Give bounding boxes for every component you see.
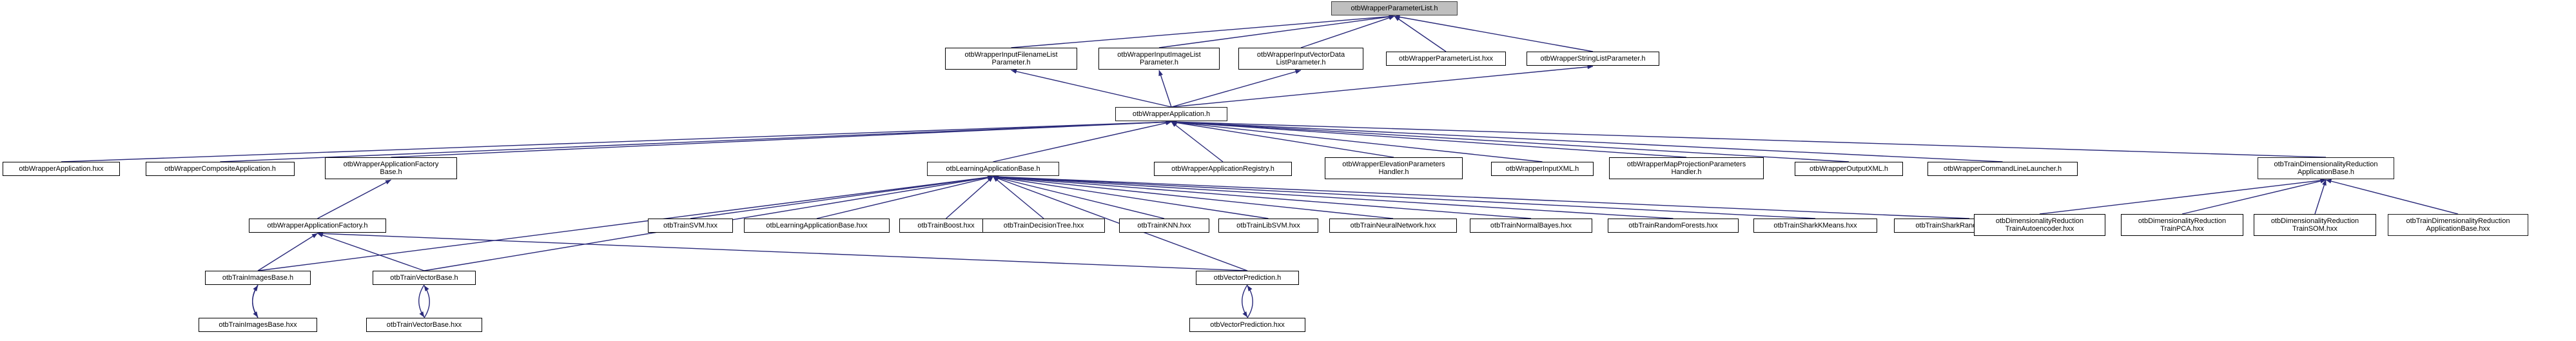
graph-edge [418,284,425,318]
graph-node[interactable]: otbWrapperInputFilenameList Parameter.h [945,48,1077,70]
graph-node[interactable]: otbTrainSharkKMeans.hxx [1753,219,1877,233]
graph-node[interactable]: otbWrapperParameterList.hxx [1386,52,1506,66]
graph-edge [1158,14,1395,48]
graph-node[interactable]: otbVectorPrediction.hxx [1189,318,1305,332]
graph-node[interactable]: otbWrapperMapProjectionParameters Handle… [1609,157,1764,179]
graph-edge [1171,64,1594,108]
graph-edge [252,285,259,318]
graph-edge [2314,179,2327,215]
graph-edge [1011,69,1172,108]
graph-edge [252,284,259,318]
graph-edge [1171,120,1543,162]
graph-node[interactable]: otbTrainVectorBase.h [373,271,476,285]
graph-node[interactable]: otbTrainLibSVM.hxx [1218,219,1318,233]
graph-edge [1171,120,1394,158]
graph-node[interactable]: otbTrainVectorBase.hxx [366,318,482,332]
graph-edge [993,175,1673,219]
graph-node[interactable]: otbWrapperCompositeApplication.h [146,162,295,176]
graph-node[interactable]: otbTrainNeuralNetwork.hxx [1329,219,1457,233]
graph-node[interactable]: otbDimensionalityReduction TrainPCA.hxx [2121,214,2243,236]
graph-edge [1171,69,1302,108]
graph-edge [1171,120,1849,162]
graph-node[interactable]: otbWrapperApplication.hxx [3,162,120,176]
graph-node[interactable]: otbWrapperStringListParameter.h [1527,52,1659,66]
graph-edge [993,175,1532,219]
graph-node[interactable]: otbTrainDecisionTree.hxx [982,219,1105,233]
graph-node[interactable]: otbTrainDimensionalityReduction Applicat… [2258,157,2394,179]
graph-edge [1011,14,1395,48]
graph-node[interactable]: otbWrapperApplicationRegistry.h [1154,162,1292,176]
graph-edge [2039,178,2327,215]
graph-edge [1171,120,1687,158]
graph-edge [1247,285,1253,318]
graph-node[interactable]: otbTrainRandomForests.hxx [1608,219,1739,233]
graph-node[interactable]: otbWrapperApplicationFactory Base.h [325,157,457,179]
graph-edge [317,179,391,219]
graph-edge [690,175,993,219]
graph-edge [993,175,1165,219]
graph-node[interactable]: otbWrapperApplication.h [1115,107,1227,121]
graph-edge [424,285,430,318]
graph-node-root[interactable]: otbWrapperParameterList.h [1331,1,1458,15]
graph-edge [1300,15,1395,48]
graph-node[interactable]: otbTrainSVM.hxx [648,219,733,233]
graph-edge [220,119,1172,162]
graph-edge [2181,179,2327,215]
graph-edge [1394,15,1447,52]
graph-edge [993,175,1394,219]
graph-edge [993,121,1172,162]
graph-edge [317,231,1248,271]
graph-node[interactable]: otbTrainImagesBase.h [205,271,311,285]
graph-node[interactable]: otbLearningApplicationBase.h [927,162,1059,176]
graph-edge [1158,70,1172,108]
graph-edge [257,233,318,271]
graph-edge [993,176,1044,219]
graph-edge [816,175,993,219]
graph-node[interactable]: otbWrapperInputVectorData ListParameter.… [1238,48,1363,70]
graph-edge [391,119,1172,158]
graph-edge [1242,284,1248,318]
graph-node[interactable]: otbWrapperOutputXML.h [1795,162,1903,176]
graph-edge [993,174,1970,219]
graph-node[interactable]: otbVectorPrediction.h [1196,271,1299,285]
graph-edge [993,175,1269,219]
graph-node[interactable]: otbWrapperElevationParameters Handler.h [1325,157,1463,179]
graph-node[interactable]: otbTrainBoost.hxx [899,219,993,233]
graph-node[interactable]: otbTrainDimensionalityReduction Applicat… [2388,214,2528,236]
graph-node[interactable]: otbWrapperApplicationFactory.h [249,219,386,233]
graph-node[interactable]: otbTrainKNN.hxx [1119,219,1209,233]
graph-edge [1171,119,2003,162]
graph-node[interactable]: otbWrapperInputXML.h [1491,162,1594,176]
graph-edge [993,174,1816,219]
graph-edge [946,176,993,219]
graph-edge [1171,119,2327,158]
graph-node[interactable]: otbTrainImagesBase.hxx [199,318,317,332]
graph-node[interactable]: otbLearningApplicationBase.hxx [744,219,890,233]
graph-node[interactable]: otbWrapperCommandLineLauncher.h [1927,162,2078,176]
graph-edge [2325,179,2459,215]
graph-node[interactable]: otbTrainNormalBayes.hxx [1470,219,1592,233]
graph-edge [1171,121,1224,162]
graph-node[interactable]: otbDimensionalityReduction TrainAutoenco… [1974,214,2105,236]
graph-edge [317,233,425,271]
graph-edge [1394,15,1594,52]
graph-node[interactable]: otbWrapperInputImageList Parameter.h [1098,48,1220,70]
graph-edge [61,119,1172,162]
graph-node[interactable]: otbDimensionalityReduction TrainSOM.hxx [2254,214,2376,236]
